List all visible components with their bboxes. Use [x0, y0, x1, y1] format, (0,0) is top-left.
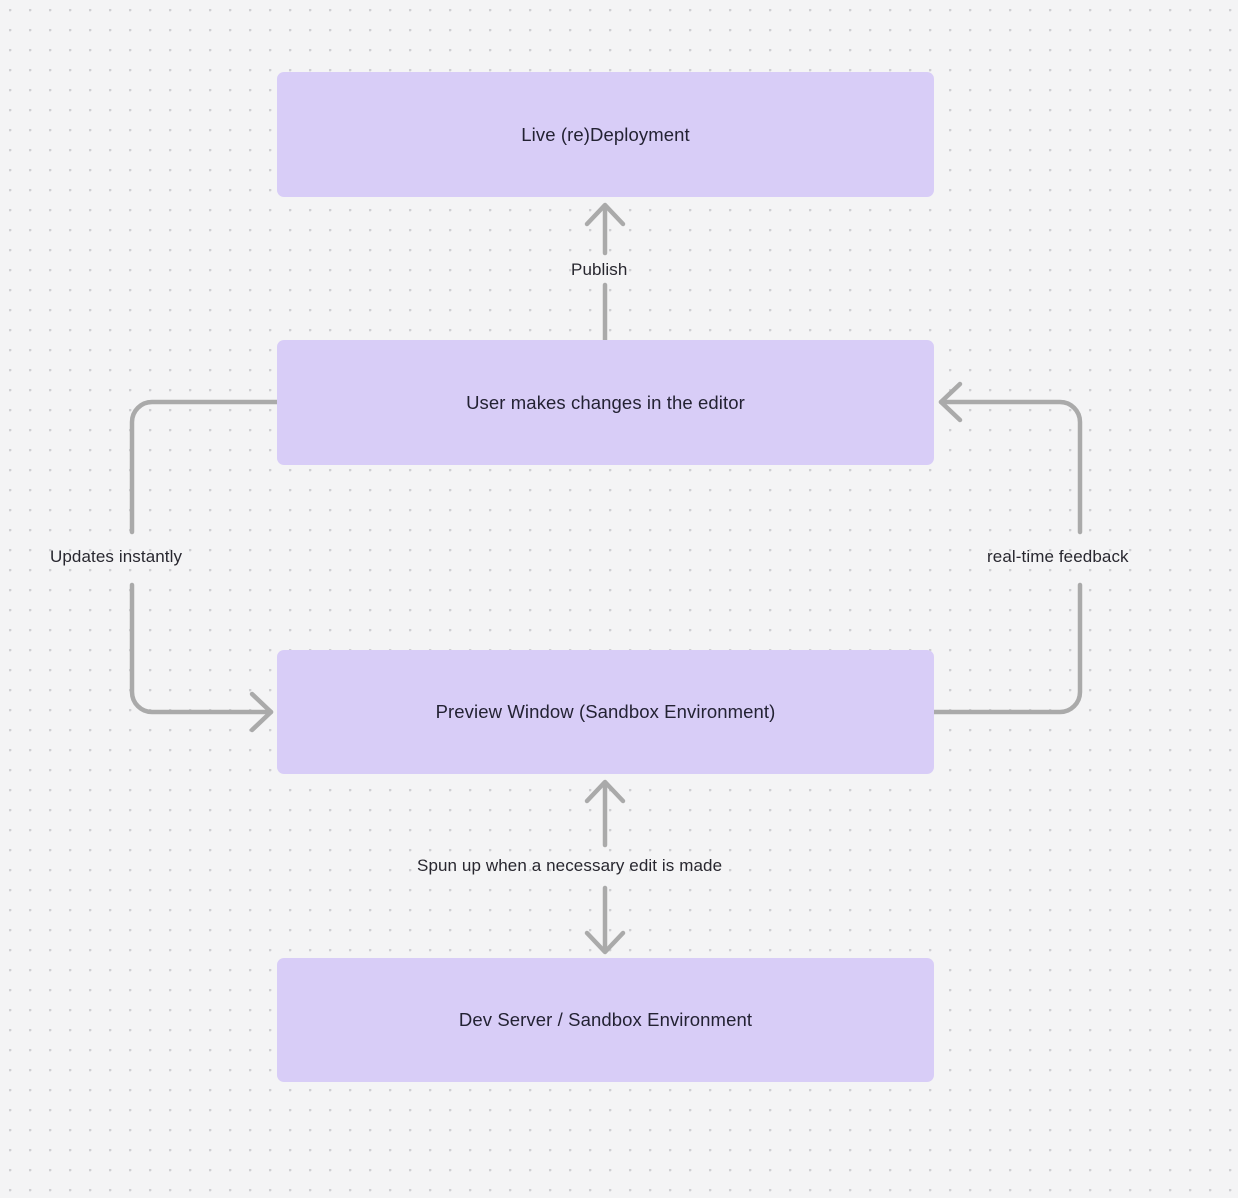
edge-feedback-upper-segment	[938, 399, 1083, 535]
edge-spun-up-arrowhead-down-icon	[584, 930, 626, 955]
node-user-makes-changes-label: User makes changes in the editor	[466, 391, 745, 413]
edge-feedback-lower-segment	[931, 582, 1083, 715]
edge-updates-instantly	[129, 399, 280, 733]
edge-label-spun-up: Spun up when a necessary edit is made	[417, 856, 723, 875]
node-dev-server-label: Dev Server / Sandbox Environment	[458, 1009, 753, 1031]
node-live-deployment[interactable]: Live (re)Deployment	[277, 72, 934, 197]
edge-updates-lower-segment	[129, 582, 274, 715]
edge-updates-arrowhead-icon	[249, 691, 274, 733]
edge-updates-upper-segment	[129, 399, 280, 535]
node-live-deployment-label: Live (re)Deployment	[521, 123, 690, 145]
edge-spun-up-arrowhead-up-icon	[584, 779, 626, 804]
node-user-makes-changes[interactable]: User makes changes in the editor	[277, 340, 934, 465]
edge-label-updates-instantly: Updates instantly	[50, 547, 183, 566]
edge-label-publish: Publish	[571, 260, 628, 279]
edge-publish-arrowhead-icon	[584, 202, 626, 227]
node-preview-window[interactable]: Preview Window (Sandbox Environment)	[277, 650, 934, 774]
edge-feedback-arrowhead-icon	[938, 381, 963, 423]
edge-label-real-time-feedback: real-time feedback	[987, 547, 1129, 566]
node-preview-window-label: Preview Window (Sandbox Environment)	[435, 701, 776, 723]
node-dev-server[interactable]: Dev Server / Sandbox Environment	[277, 958, 934, 1082]
